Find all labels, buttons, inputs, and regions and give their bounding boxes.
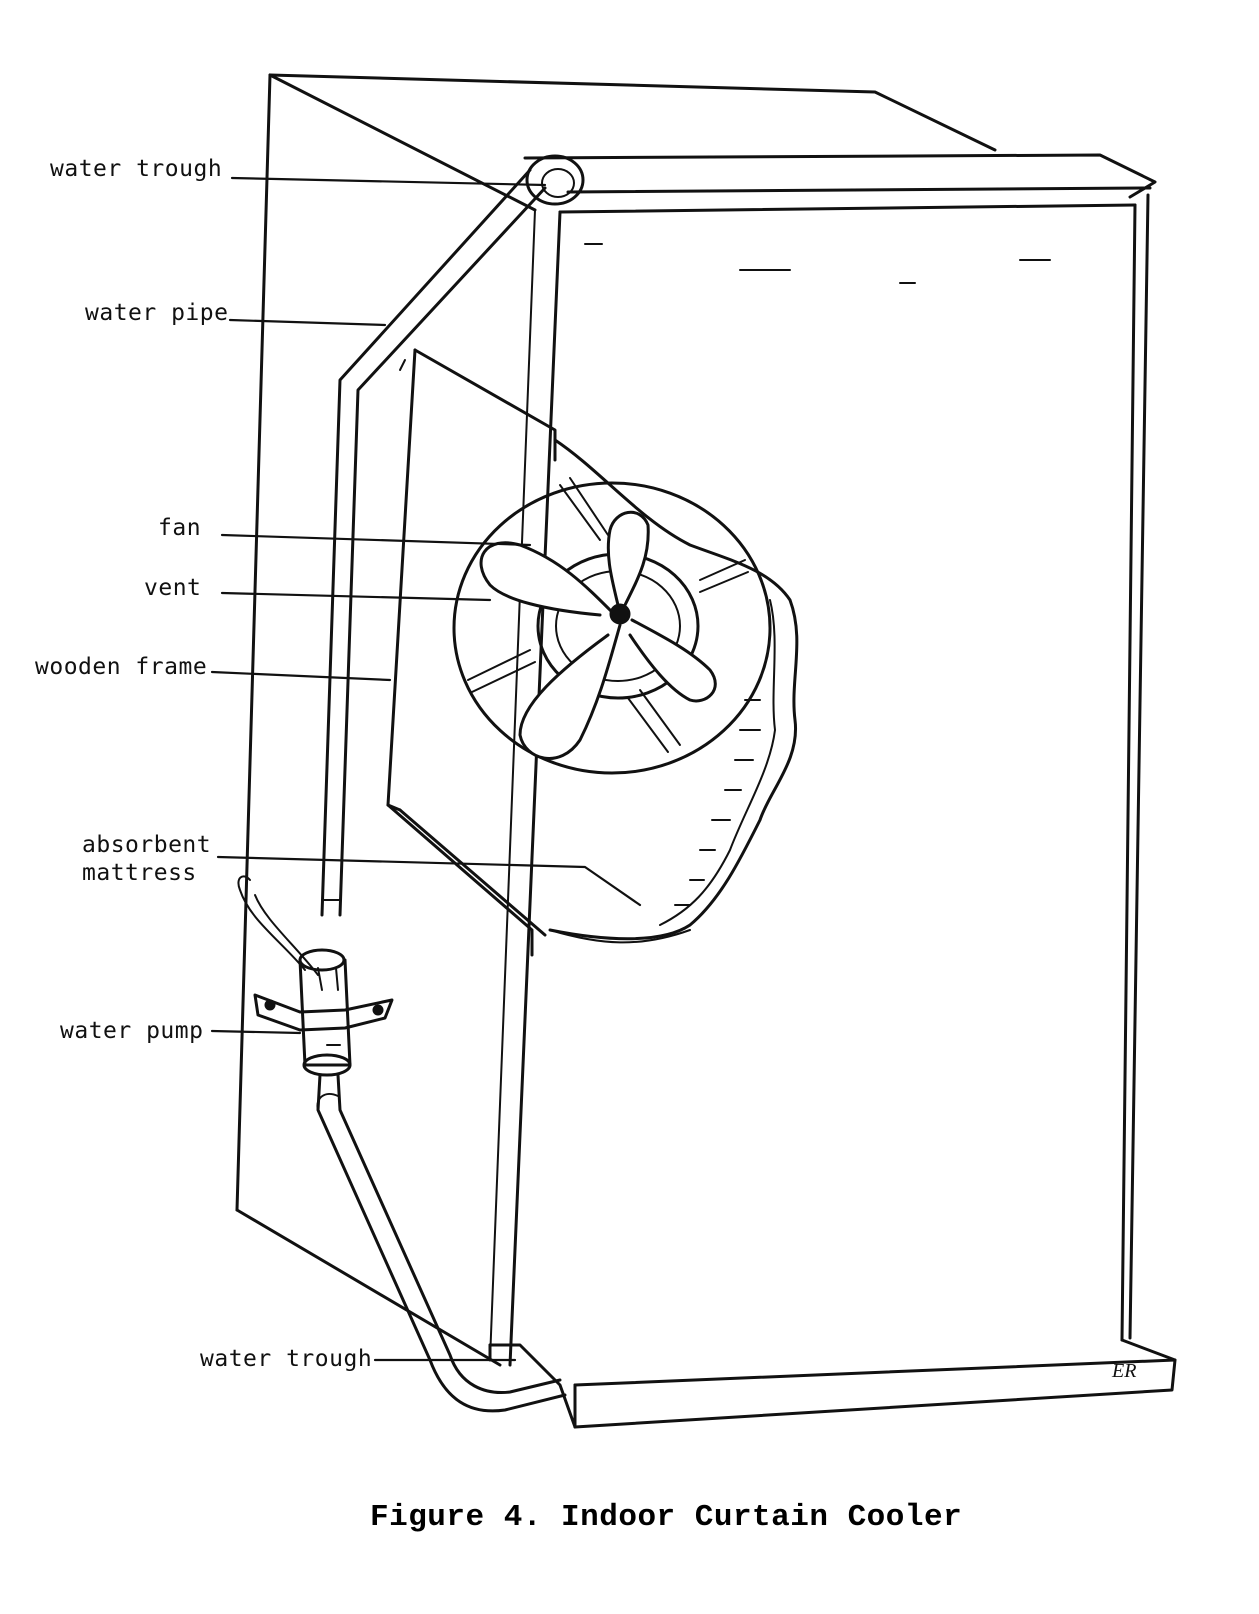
bottom-water-trough — [488, 1338, 1177, 1429]
fan-vent — [452, 477, 772, 775]
water-pump — [237, 875, 394, 1077]
curtain-panel — [489, 193, 1150, 1367]
back-panel — [235, 73, 997, 1367]
label-fan: fan — [158, 515, 202, 541]
absorbent-mattress — [548, 438, 799, 944]
water-pipe — [320, 168, 547, 917]
label-water-trough-bottom: water trough — [200, 1346, 373, 1372]
wooden-frame — [386, 348, 557, 957]
label-wooden-frame: wooden frame — [35, 654, 208, 680]
label-water-pump: water pump — [60, 1018, 204, 1044]
artist-initials: ER — [1112, 1360, 1137, 1382]
top-water-trough — [523, 153, 1157, 214]
label-absorbent: absorbent — [82, 832, 212, 858]
label-vent: vent — [144, 575, 202, 601]
label-water-pipe: water pipe — [85, 300, 229, 326]
figure-caption: Figure 4. Indoor Curtain Cooler — [370, 1500, 963, 1535]
leader-lines — [210, 176, 642, 1362]
label-water-trough-top: water trough — [50, 156, 223, 182]
label-mattress: mattress — [82, 860, 197, 886]
